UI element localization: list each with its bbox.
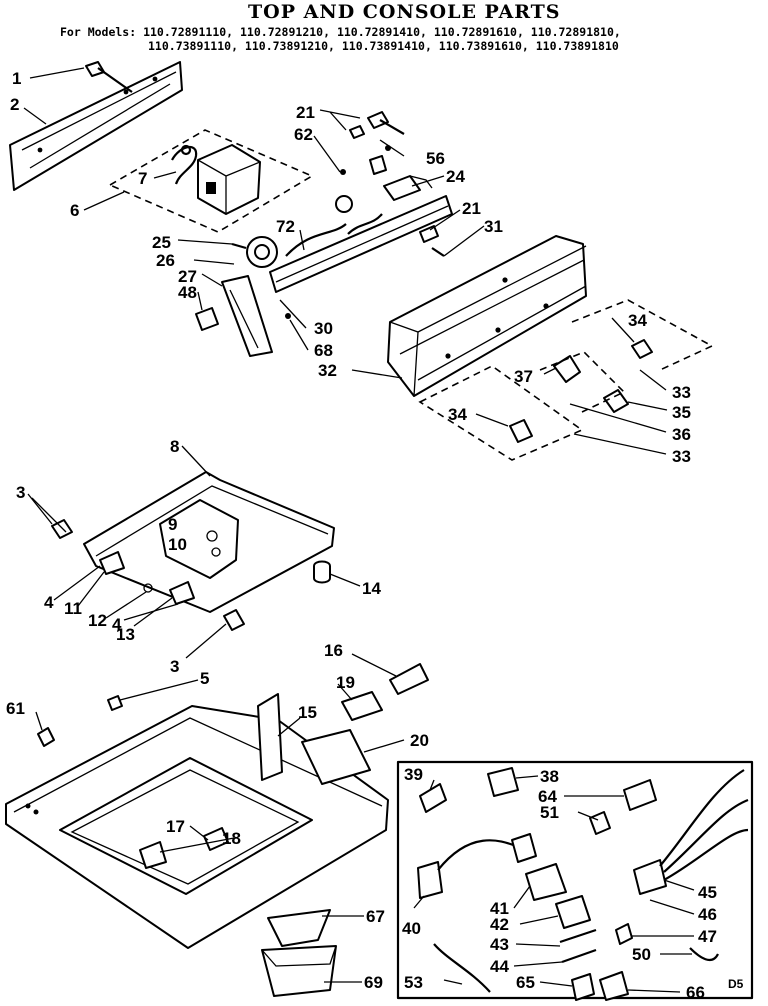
callout-48: 48: [178, 283, 197, 302]
callout-3a: 3: [16, 483, 25, 502]
callout-9: 9: [168, 515, 177, 534]
callout-18: 18: [222, 829, 241, 848]
callout-33b: 33: [672, 447, 691, 466]
callout-69: 69: [364, 973, 383, 992]
callout-45: 45: [698, 883, 717, 902]
callout-32: 32: [318, 361, 337, 380]
drawing-code: D5: [728, 977, 744, 991]
callout-65: 65: [516, 973, 535, 992]
callout-24: 24: [446, 167, 465, 186]
callout-20: 20: [410, 731, 429, 750]
callout-17: 17: [166, 817, 185, 836]
callout-66: 66: [686, 983, 705, 1002]
callout-26: 26: [156, 251, 175, 270]
callout-31: 31: [484, 217, 503, 236]
callout-12: 12: [88, 611, 107, 630]
callout-36: 36: [672, 425, 691, 444]
callout-33a: 33: [672, 383, 691, 402]
control-bracket-drawing: [195, 195, 453, 357]
cover-plate-drawing: [51, 471, 335, 631]
callout-16: 16: [324, 641, 343, 660]
callout-46: 46: [698, 905, 717, 924]
callout-67: 67: [366, 907, 385, 926]
callout-5: 5: [200, 669, 209, 688]
callout-42: 42: [490, 915, 509, 934]
callout-61: 61: [6, 699, 25, 718]
callout-34b: 34: [448, 405, 467, 424]
callout-7: 7: [138, 169, 147, 188]
callout-64: 64: [538, 787, 557, 806]
callout-2: 2: [10, 95, 19, 114]
callout-72: 72: [276, 217, 295, 236]
callout-51: 51: [540, 803, 559, 822]
leader-lines: [23, 67, 695, 993]
callout-labels: 1 2 6 7 21 62 56 24 21 31 72 25 26 27 48…: [6, 69, 744, 1002]
diagram-title: TOP AND CONSOLE PARTS: [248, 1, 561, 23]
callout-50: 50: [632, 945, 651, 964]
callout-25: 25: [152, 233, 171, 252]
callout-13: 13: [116, 625, 135, 644]
callout-62: 62: [294, 125, 313, 144]
callout-56: 56: [426, 149, 445, 168]
callout-19: 19: [336, 673, 355, 692]
callout-43: 43: [490, 935, 509, 954]
callout-41: 41: [490, 899, 509, 918]
callout-40: 40: [402, 919, 421, 938]
callout-30: 30: [314, 319, 333, 338]
wiring-box-drawing: [396, 760, 754, 1001]
callout-8: 8: [170, 437, 179, 456]
lower-parts-drawing: [261, 909, 337, 997]
callout-53: 53: [404, 973, 423, 992]
models-line-1: For Models: 110.72891110, 110.72891210, …: [60, 25, 621, 39]
models-line-2: 110.73891110, 110.73891210, 110.73891410…: [148, 39, 619, 53]
console-frame-drawing: [387, 235, 587, 397]
callout-27: 27: [178, 267, 197, 286]
hardware-cluster-drawing: [335, 111, 433, 213]
callout-39: 39: [404, 765, 423, 784]
callout-4a: 4: [44, 593, 54, 612]
callout-35: 35: [672, 403, 691, 422]
callout-44: 44: [490, 957, 509, 976]
callout-4b: 4: [112, 615, 122, 634]
callout-21a: 21: [296, 103, 315, 122]
callout-11: 11: [64, 599, 82, 618]
rear-panel-drawing: [9, 61, 183, 191]
callout-6: 6: [70, 201, 79, 220]
callout-3b: 3: [170, 657, 179, 676]
washer-top-drawing: [5, 663, 429, 949]
callout-15: 15: [298, 703, 317, 722]
callout-21b: 21: [462, 199, 481, 218]
callout-47: 47: [698, 927, 717, 946]
timer-bracket-drawing: [108, 129, 314, 233]
callout-37: 37: [514, 367, 533, 386]
callout-38: 38: [540, 767, 559, 786]
callout-10: 10: [168, 535, 187, 554]
knob-groups-drawing: [418, 299, 714, 461]
callout-34a: 34: [628, 311, 647, 330]
callout-68: 68: [314, 341, 333, 360]
callout-14: 14: [362, 579, 381, 598]
callout-1: 1: [12, 69, 21, 88]
